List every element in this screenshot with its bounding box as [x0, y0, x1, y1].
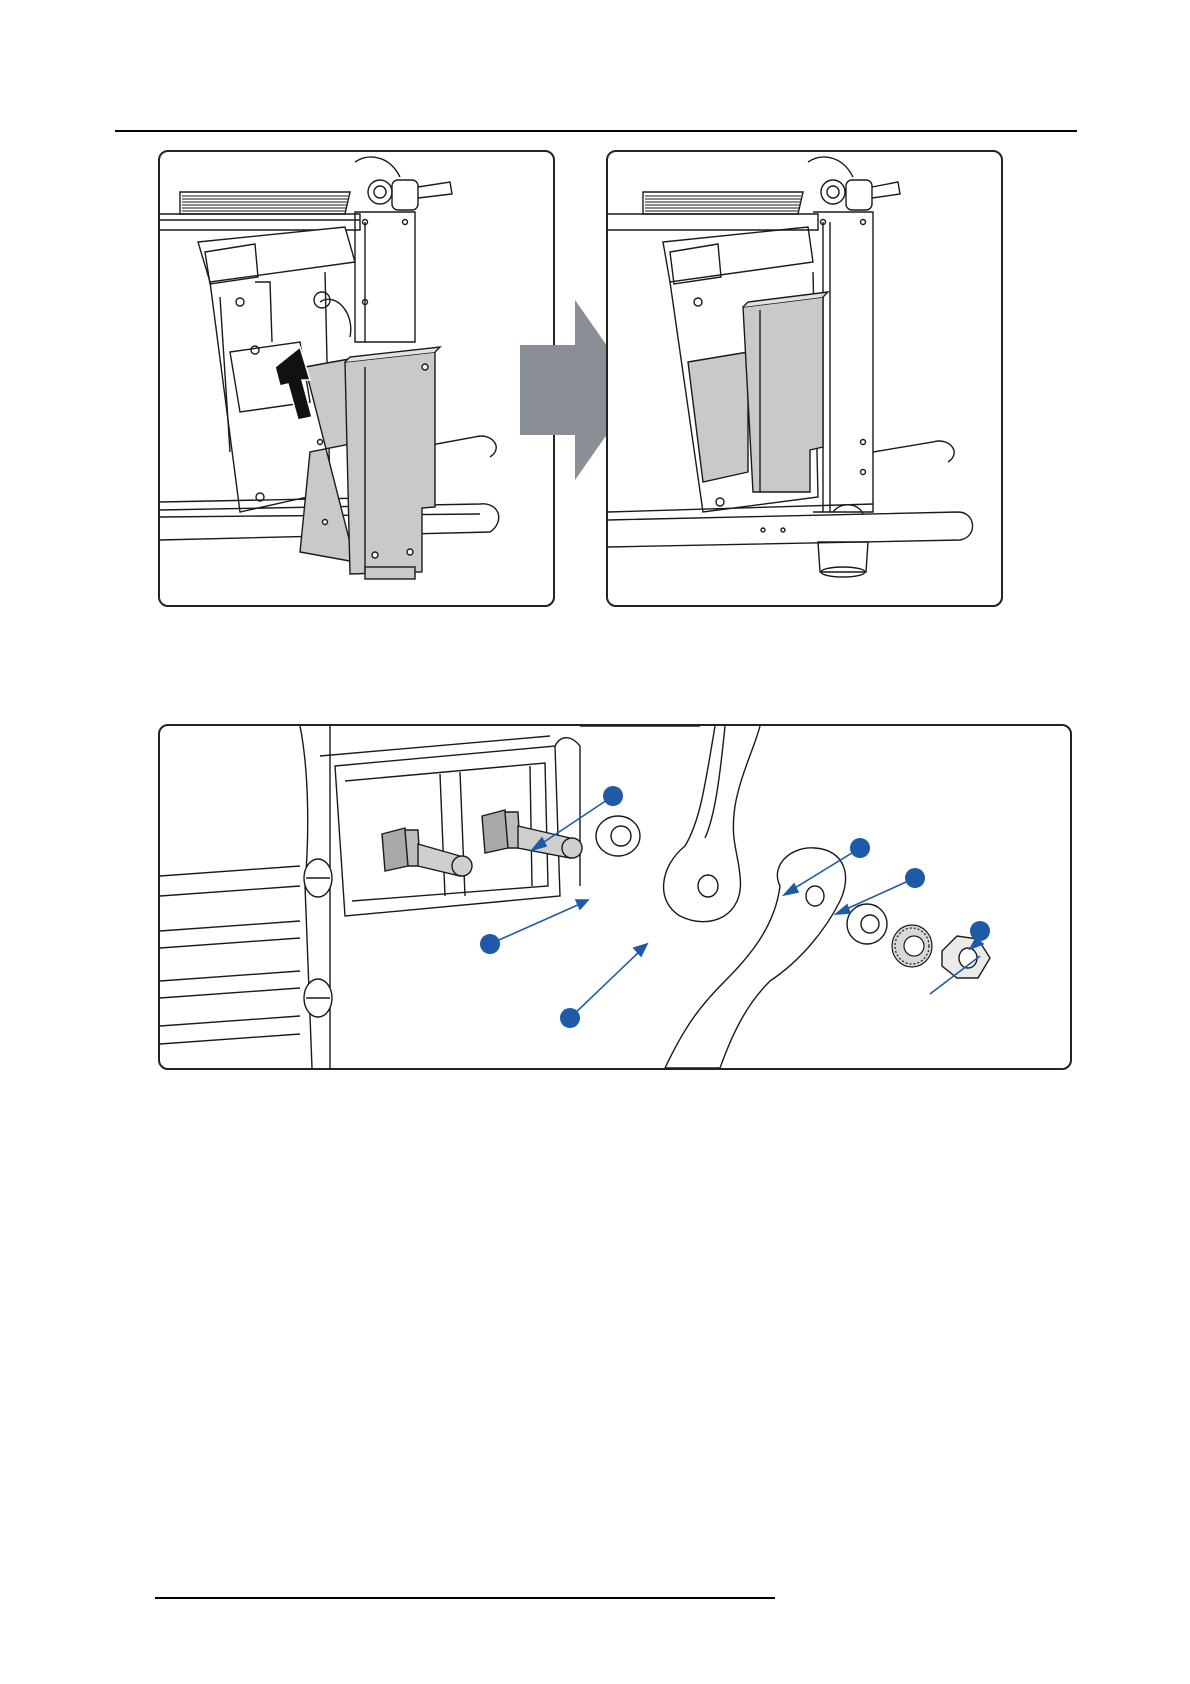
- callout-washer-2: [905, 868, 925, 888]
- figure-ground-connection-detail: [158, 724, 1072, 1070]
- before-illustration: [160, 152, 553, 605]
- footer-rule: [155, 1597, 775, 1599]
- figure-after-install: [606, 150, 1003, 607]
- callout-flat-washer: [480, 934, 500, 954]
- header-rule: [115, 130, 1077, 132]
- after-illustration: [608, 152, 1001, 605]
- callout-cable-lug-2: [850, 838, 870, 858]
- callout-cable-lug-1: [560, 1008, 580, 1028]
- detail-illustration: [160, 726, 1070, 1068]
- callout-stud: [603, 786, 623, 806]
- figure-before-install: [158, 150, 555, 607]
